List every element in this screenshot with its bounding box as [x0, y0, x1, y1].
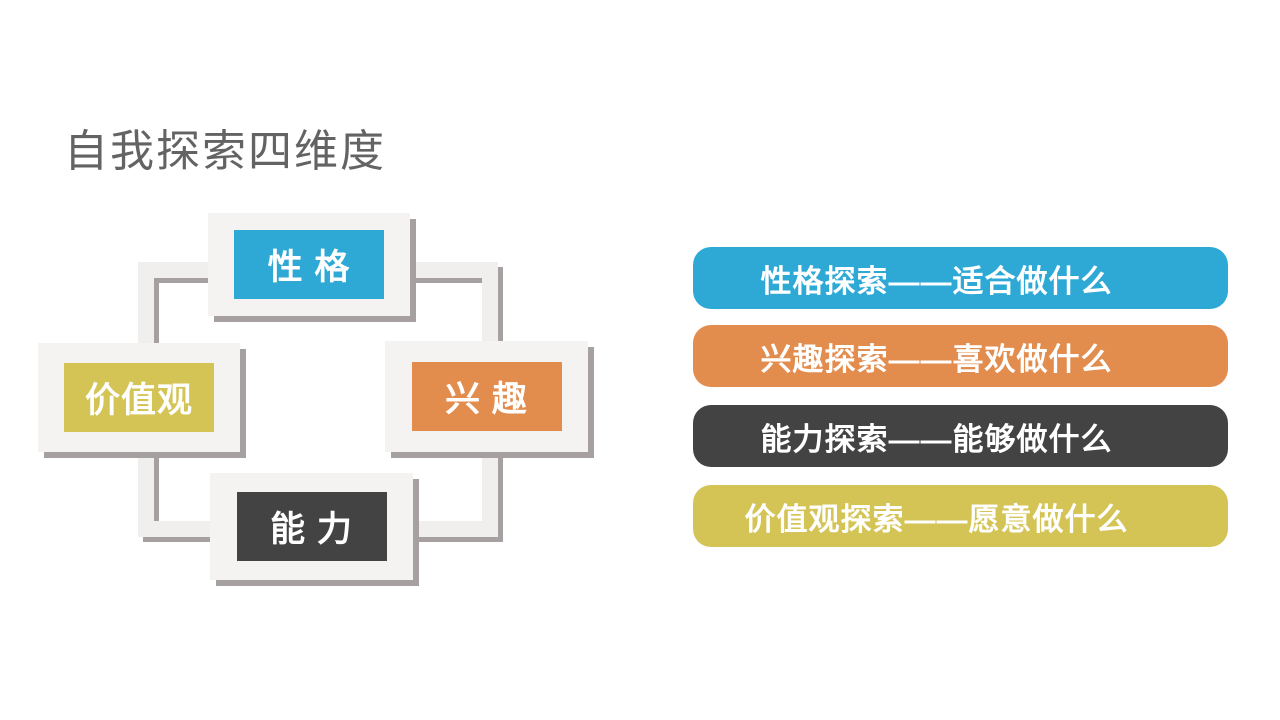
diagram-card-personality: 性 格 [208, 213, 410, 316]
page-title: 自我探索四维度 [64, 127, 386, 176]
node-interest: 兴 趣 [411, 362, 562, 431]
list-item-values-exploration: 价值观探索——愿意做什么 [693, 485, 1228, 547]
node-personality: 性 格 [234, 230, 384, 299]
list-item-ability-exploration: 能力探索——能够做什么 [693, 405, 1228, 467]
list-item-personality-exploration: 性格探索——适合做什么 [693, 247, 1228, 309]
list-item-interest-exploration: 兴趣探索——喜欢做什么 [693, 325, 1228, 387]
diagram-card-interest: 兴 趣 [385, 341, 588, 452]
node-values: 价值观 [64, 363, 214, 432]
diagram-card-values: 价值观 [38, 343, 240, 452]
diagram-card-ability: 能 力 [210, 473, 413, 580]
node-ability: 能 力 [236, 492, 387, 561]
self-exploration-cycle-diagram: 性 格 价值观 兴 趣 能 力 [0, 0, 640, 640]
